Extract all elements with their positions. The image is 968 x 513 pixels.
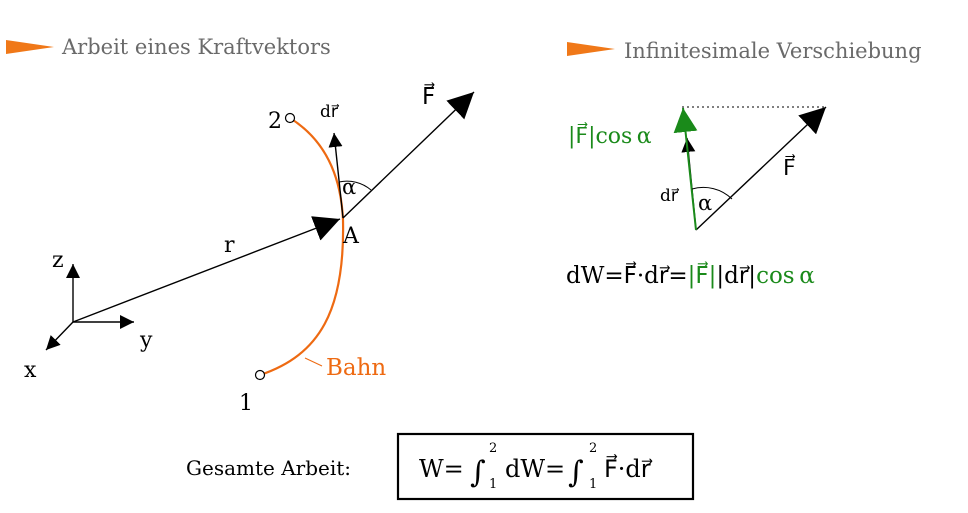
heading-triangle-icon-right (567, 42, 615, 56)
path-curve (259, 117, 345, 377)
path-label-leader (304, 357, 323, 367)
projection-label: |F⃗|cos α (568, 122, 652, 149)
right-heading: Infinitesimale Verschiebung (624, 39, 922, 63)
total-work-formula: W= ∫ 2 1 dW= ∫ 2 1 F⃗·dr⃗ (419, 441, 653, 492)
force-vector-right (695, 106, 827, 231)
angle-label-right: α (698, 191, 712, 215)
total-work-label: Gesamte Arbeit: (186, 456, 351, 480)
work-formula-displacement-magnitude: |dr⃗| (716, 263, 756, 289)
force-label: F⃗ (422, 82, 435, 110)
total-work-box (396, 432, 695, 501)
work-formula: dW=F⃗·dr⃗=|F⃗||dr⃗|cos α (566, 261, 815, 289)
integral-sign-1: ∫ (470, 455, 486, 490)
integral-upper-2: 2 (589, 441, 597, 456)
integral-upper-1: 2 (489, 441, 497, 456)
point-a-label: A (342, 224, 360, 249)
displacement-label-right: dr⃗ (660, 186, 680, 206)
work-formula-lhs: dW=F⃗·dr⃗= (566, 261, 688, 289)
z-axis-label: z (52, 248, 64, 273)
work-formula-force-magnitude: |F⃗| (688, 261, 717, 289)
heading-triangle-icon (6, 40, 54, 54)
left-heading: Arbeit eines Kraftvektors (61, 35, 331, 59)
integral-lower-2: 1 (589, 477, 597, 492)
y-axis-label: y (139, 328, 153, 353)
angle-label: α (342, 175, 356, 199)
total-work-w-eq: W= (419, 455, 464, 483)
integral-lower-1: 1 (489, 477, 497, 492)
angle-arc-right (691, 186, 733, 200)
path-label: Bahn (326, 355, 386, 381)
work-formula-cosine: cos α (756, 263, 815, 289)
displacement-vector (328, 132, 344, 219)
point-2-marker (284, 112, 296, 124)
x-axis-label: x (24, 358, 37, 383)
integral-sign-2: ∫ (568, 455, 584, 490)
position-vector-label: r (224, 233, 235, 258)
point-1-label: 1 (239, 391, 253, 416)
total-work-integrand: F⃗·dr⃗ (604, 454, 653, 483)
x-axis (45, 321, 74, 351)
point-1-marker (254, 369, 266, 381)
coordinate-axes (45, 264, 134, 351)
displacement-label: dr⃗ (320, 102, 340, 122)
force-vector (342, 91, 475, 219)
angle-arc (338, 180, 372, 191)
position-vector (72, 216, 341, 323)
total-work-dw-eq: dW= (505, 455, 565, 483)
projection-vector (673, 107, 698, 231)
force-label-right: F⃗ (783, 154, 796, 181)
point-2-label: 2 (268, 109, 282, 134)
